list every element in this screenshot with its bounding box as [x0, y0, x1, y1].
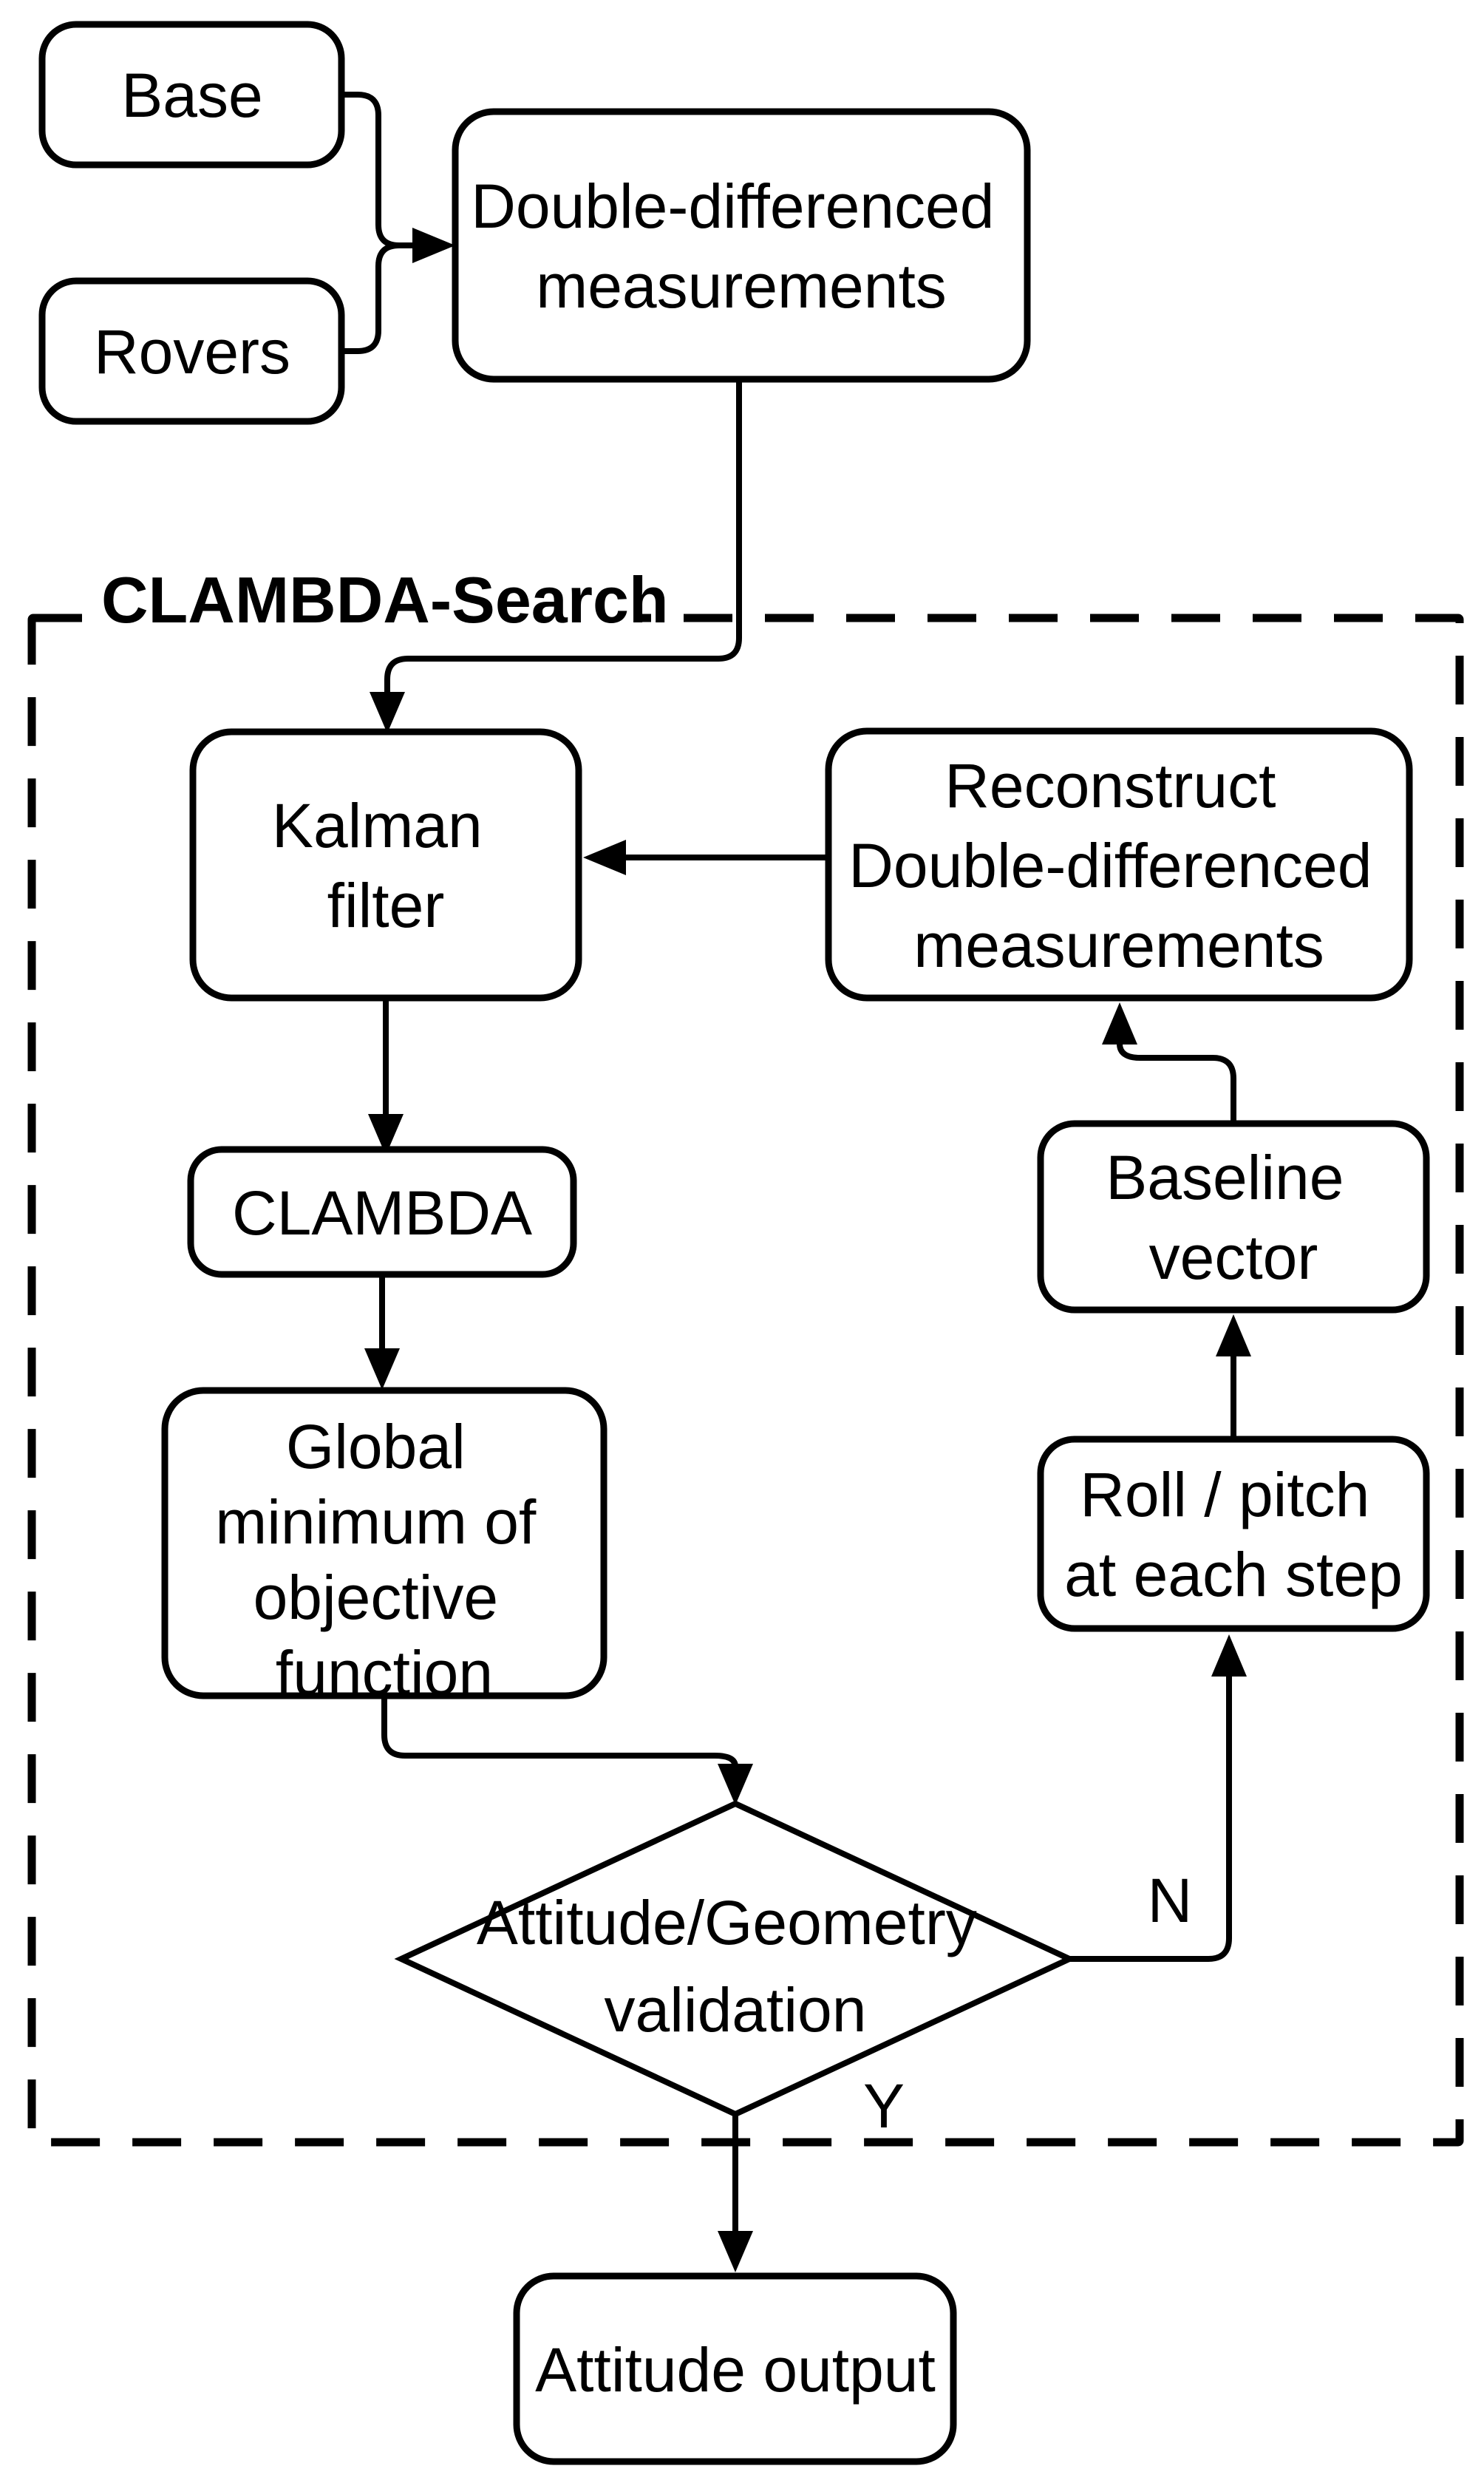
dd-line1: Double-differenced [471, 171, 994, 241]
arrowhead-into-attitude-output [718, 2231, 753, 2272]
node-base-box [38, 21, 345, 169]
node-clambda-box [187, 1146, 577, 1278]
edge-dd-to-kalman [384, 379, 742, 693]
node-rovers: Rovers [38, 277, 345, 425]
node-attitude-output-label: Attitude output [535, 2335, 936, 2405]
region-title: CLAMBDA-Search [101, 563, 669, 636]
node-reconstruct-box [825, 727, 1413, 1002]
arrowhead-into-clambda [368, 1114, 404, 1155]
node-kalman-filter: Kalman filter [189, 728, 582, 1002]
region-title-mask [89, 562, 641, 636]
reconstruct-line3: measurements [913, 911, 1324, 980]
node-roll-pitch-box [1037, 1436, 1430, 1632]
node-decision-validation: Attitude/Geometry validation [394, 1800, 1077, 2118]
node-roll-pitch-label: Roll / pitch at each step [1064, 1460, 1403, 1609]
reconstruct-line1: Reconstruct [944, 751, 1276, 821]
node-double-differenced: Double-differenced measurements [452, 108, 1031, 383]
arrowhead-into-baseline [1216, 1314, 1251, 1356]
global-line1: Global [286, 1412, 466, 1481]
global-line2: minimum of [215, 1487, 537, 1557]
arrowhead-into-reconstruct [1102, 1002, 1137, 1045]
node-global-minimum-box [161, 1387, 607, 1699]
edge-baseline-to-reconstruct [1117, 1043, 1236, 1124]
node-base: Base [38, 21, 345, 169]
arrowhead-into-decision [718, 1764, 753, 1805]
edge-rovers-to-dd [341, 242, 414, 354]
arrowhead-into-dd [412, 228, 455, 263]
node-reconstruct-label: Reconstruct Double-differenced measureme… [848, 751, 1389, 980]
node-global-minimum: Global minimum of objective function [161, 1387, 607, 1708]
edge-global-to-decision [381, 1696, 738, 1767]
arrowhead-into-global [364, 1348, 400, 1390]
node-kalman-filter-box [189, 728, 582, 1002]
node-attitude-output: Attitude output [513, 2272, 957, 2465]
node-double-differenced-label: Double-differenced measurements [471, 171, 1012, 321]
arrowhead-into-kalman-right [583, 840, 626, 875]
dashed-region-border [27, 614, 1464, 2147]
kalman-line2: filter [327, 871, 445, 940]
edges-layer [341, 92, 1251, 2272]
node-baseline-vector-box [1037, 1120, 1430, 1314]
edge-base-to-dd [341, 92, 414, 248]
kalman-line1: Kalman [272, 791, 483, 860]
global-line4: function [276, 1638, 493, 1708]
clambda-search-region [27, 562, 1464, 2147]
global-line3: objective [253, 1563, 499, 1632]
node-kalman-filter-label: Kalman filter [272, 791, 500, 940]
dd-line2: measurements [536, 251, 947, 321]
branch-label-no: N [1148, 1866, 1193, 1935]
arrowhead-into-rollpitch [1211, 1634, 1247, 1677]
decision-line1: Attitude/Geometry [477, 1888, 977, 1957]
node-rovers-label: Rovers [94, 317, 290, 387]
node-base-label: Base [121, 61, 262, 130]
reconstruct-line2: Double-differenced [848, 831, 1372, 900]
node-clambda: CLAMBDA [187, 1146, 577, 1278]
rollpitch-line1: Roll / pitch [1080, 1460, 1369, 1529]
edge-decision-to-rollpitch [1069, 1676, 1232, 1962]
node-reconstruct: Reconstruct Double-differenced measureme… [825, 727, 1413, 1002]
node-global-minimum-label: Global minimum of objective function [215, 1412, 553, 1708]
node-decision-diamond [394, 1800, 1077, 2118]
node-baseline-vector-label: Baseline vector [1106, 1143, 1361, 1292]
baseline-line1: Baseline [1106, 1143, 1344, 1212]
node-roll-pitch: Roll / pitch at each step [1037, 1436, 1430, 1632]
rollpitch-line2: at each step [1064, 1540, 1403, 1609]
arrowhead-into-kalman-top [370, 692, 405, 733]
node-attitude-output-box [513, 2272, 957, 2465]
baseline-line2: vector [1149, 1223, 1318, 1292]
node-clambda-label: CLAMBDA [232, 1178, 532, 1248]
node-double-differenced-box [452, 108, 1031, 383]
node-decision-label: Attitude/Geometry validation [477, 1888, 994, 2045]
branch-label-yes: Y [863, 2071, 905, 2141]
node-baseline-vector: Baseline vector [1037, 1120, 1430, 1314]
decision-line2: validation [605, 1975, 867, 2045]
node-rovers-box [38, 277, 345, 425]
